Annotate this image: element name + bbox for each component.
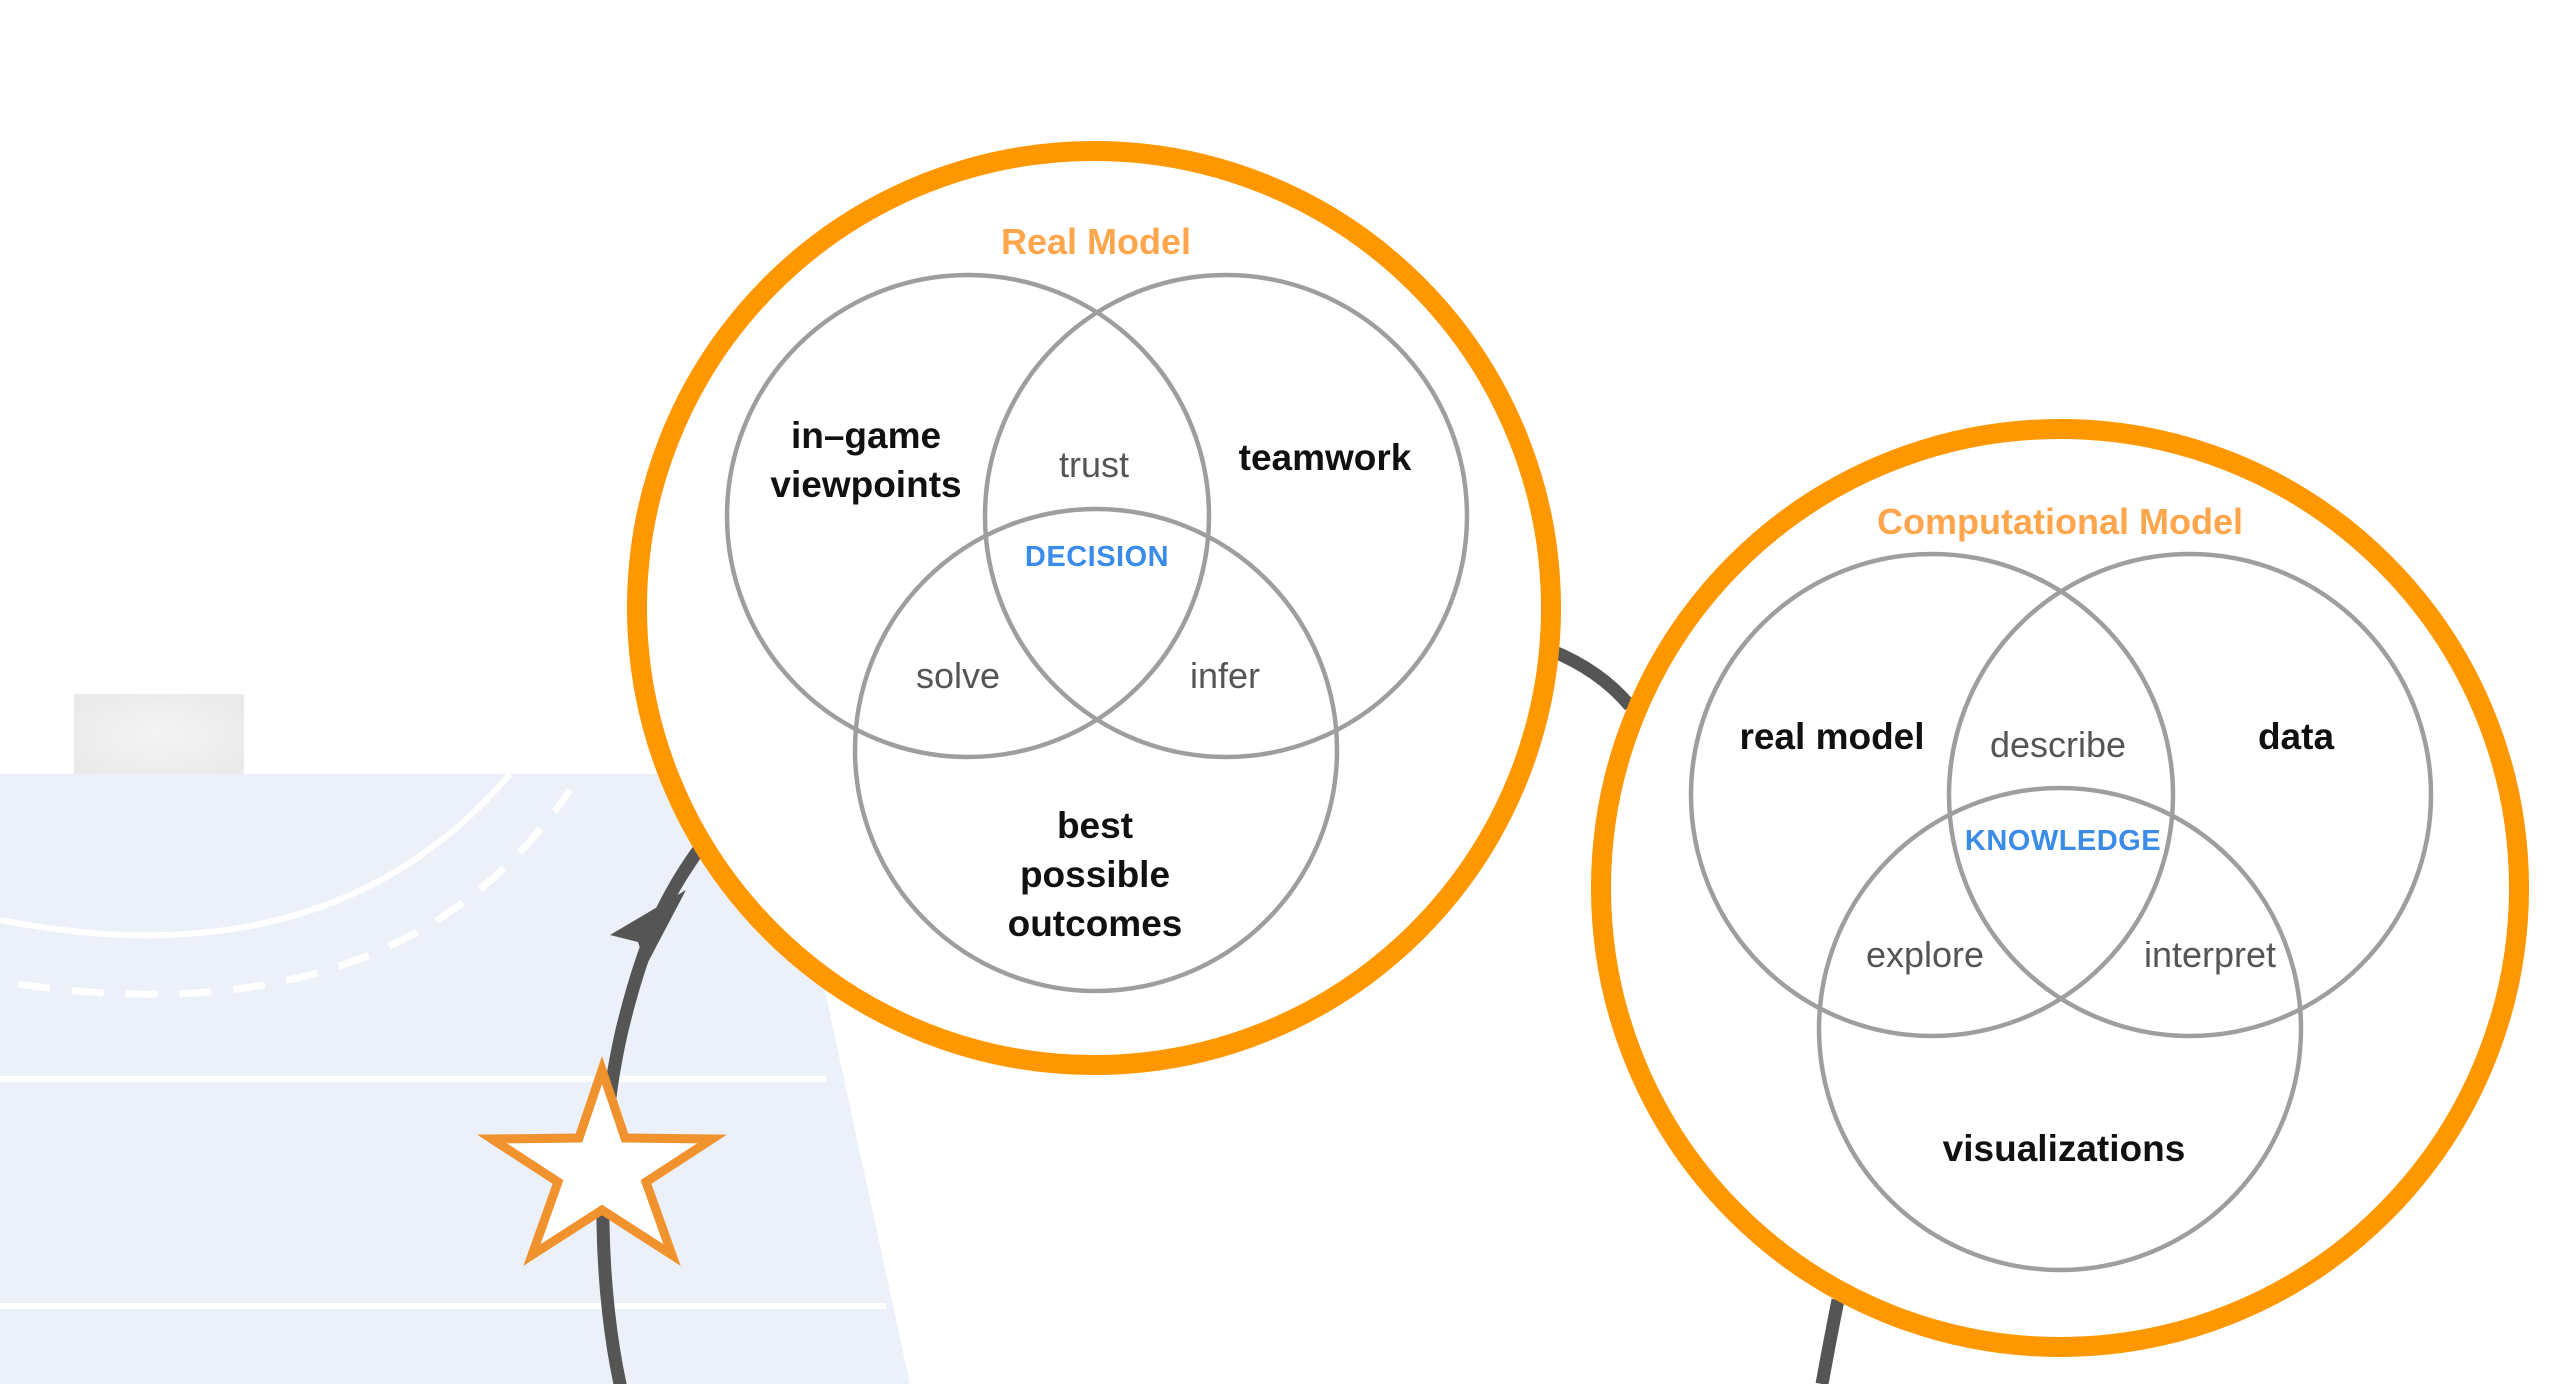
path-segment-middle	[1547, 643, 1635, 711]
region-teamwork: teamwork	[1239, 437, 1412, 478]
venn-circle-bottom	[1816, 785, 2304, 1273]
free-throw-line	[17, 788, 573, 998]
region-best: best	[1057, 805, 1133, 846]
real-model-frame: Real Model in–game viewpoints teamwork b…	[627, 141, 1561, 1075]
region-viewpoints: viewpoints	[770, 464, 961, 505]
region-data: data	[2258, 716, 2335, 757]
overlap-infer: infer	[1190, 655, 1260, 696]
center-knowledge: KNOWLEDGE	[1965, 825, 2161, 857]
overlap-trust: trust	[1059, 444, 1129, 485]
overlap-interpret: interpret	[2144, 934, 2276, 975]
venn-circle-bottom	[852, 506, 1340, 994]
region-outcomes: outcomes	[1008, 903, 1183, 944]
real-model-title: Real Model	[1001, 221, 1191, 262]
arrowhead-icon	[610, 890, 686, 966]
star-icon	[477, 1055, 727, 1266]
region-in-game: in–game	[791, 415, 941, 456]
venn-circle-top-right	[982, 272, 1470, 760]
overlap-describe: describe	[1990, 724, 2126, 765]
region-real-model: real model	[1739, 716, 1924, 757]
venn-circle-top-left	[1688, 551, 2176, 1039]
flow-path	[596, 643, 1845, 1384]
venn-circle-top-left	[724, 272, 1212, 760]
path-segment-right	[1815, 1298, 1845, 1384]
overlap-explore: explore	[1866, 934, 1984, 975]
overlap-solve: solve	[916, 655, 1000, 696]
computational-model-frame: Computational Model real model data visu…	[1591, 419, 2529, 1357]
region-visualizations: visualizations	[1943, 1128, 2186, 1169]
court-background	[0, 694, 910, 1384]
goal-box	[74, 694, 244, 776]
goal-area-line	[0, 772, 513, 939]
computational-model-title: Computational Model	[1877, 501, 2243, 542]
region-possible: possible	[1020, 854, 1170, 895]
computational-model-outer-ring	[1591, 419, 2529, 1357]
venn-circle-top-right	[1946, 551, 2434, 1039]
center-decision: DECISION	[1025, 541, 1169, 573]
